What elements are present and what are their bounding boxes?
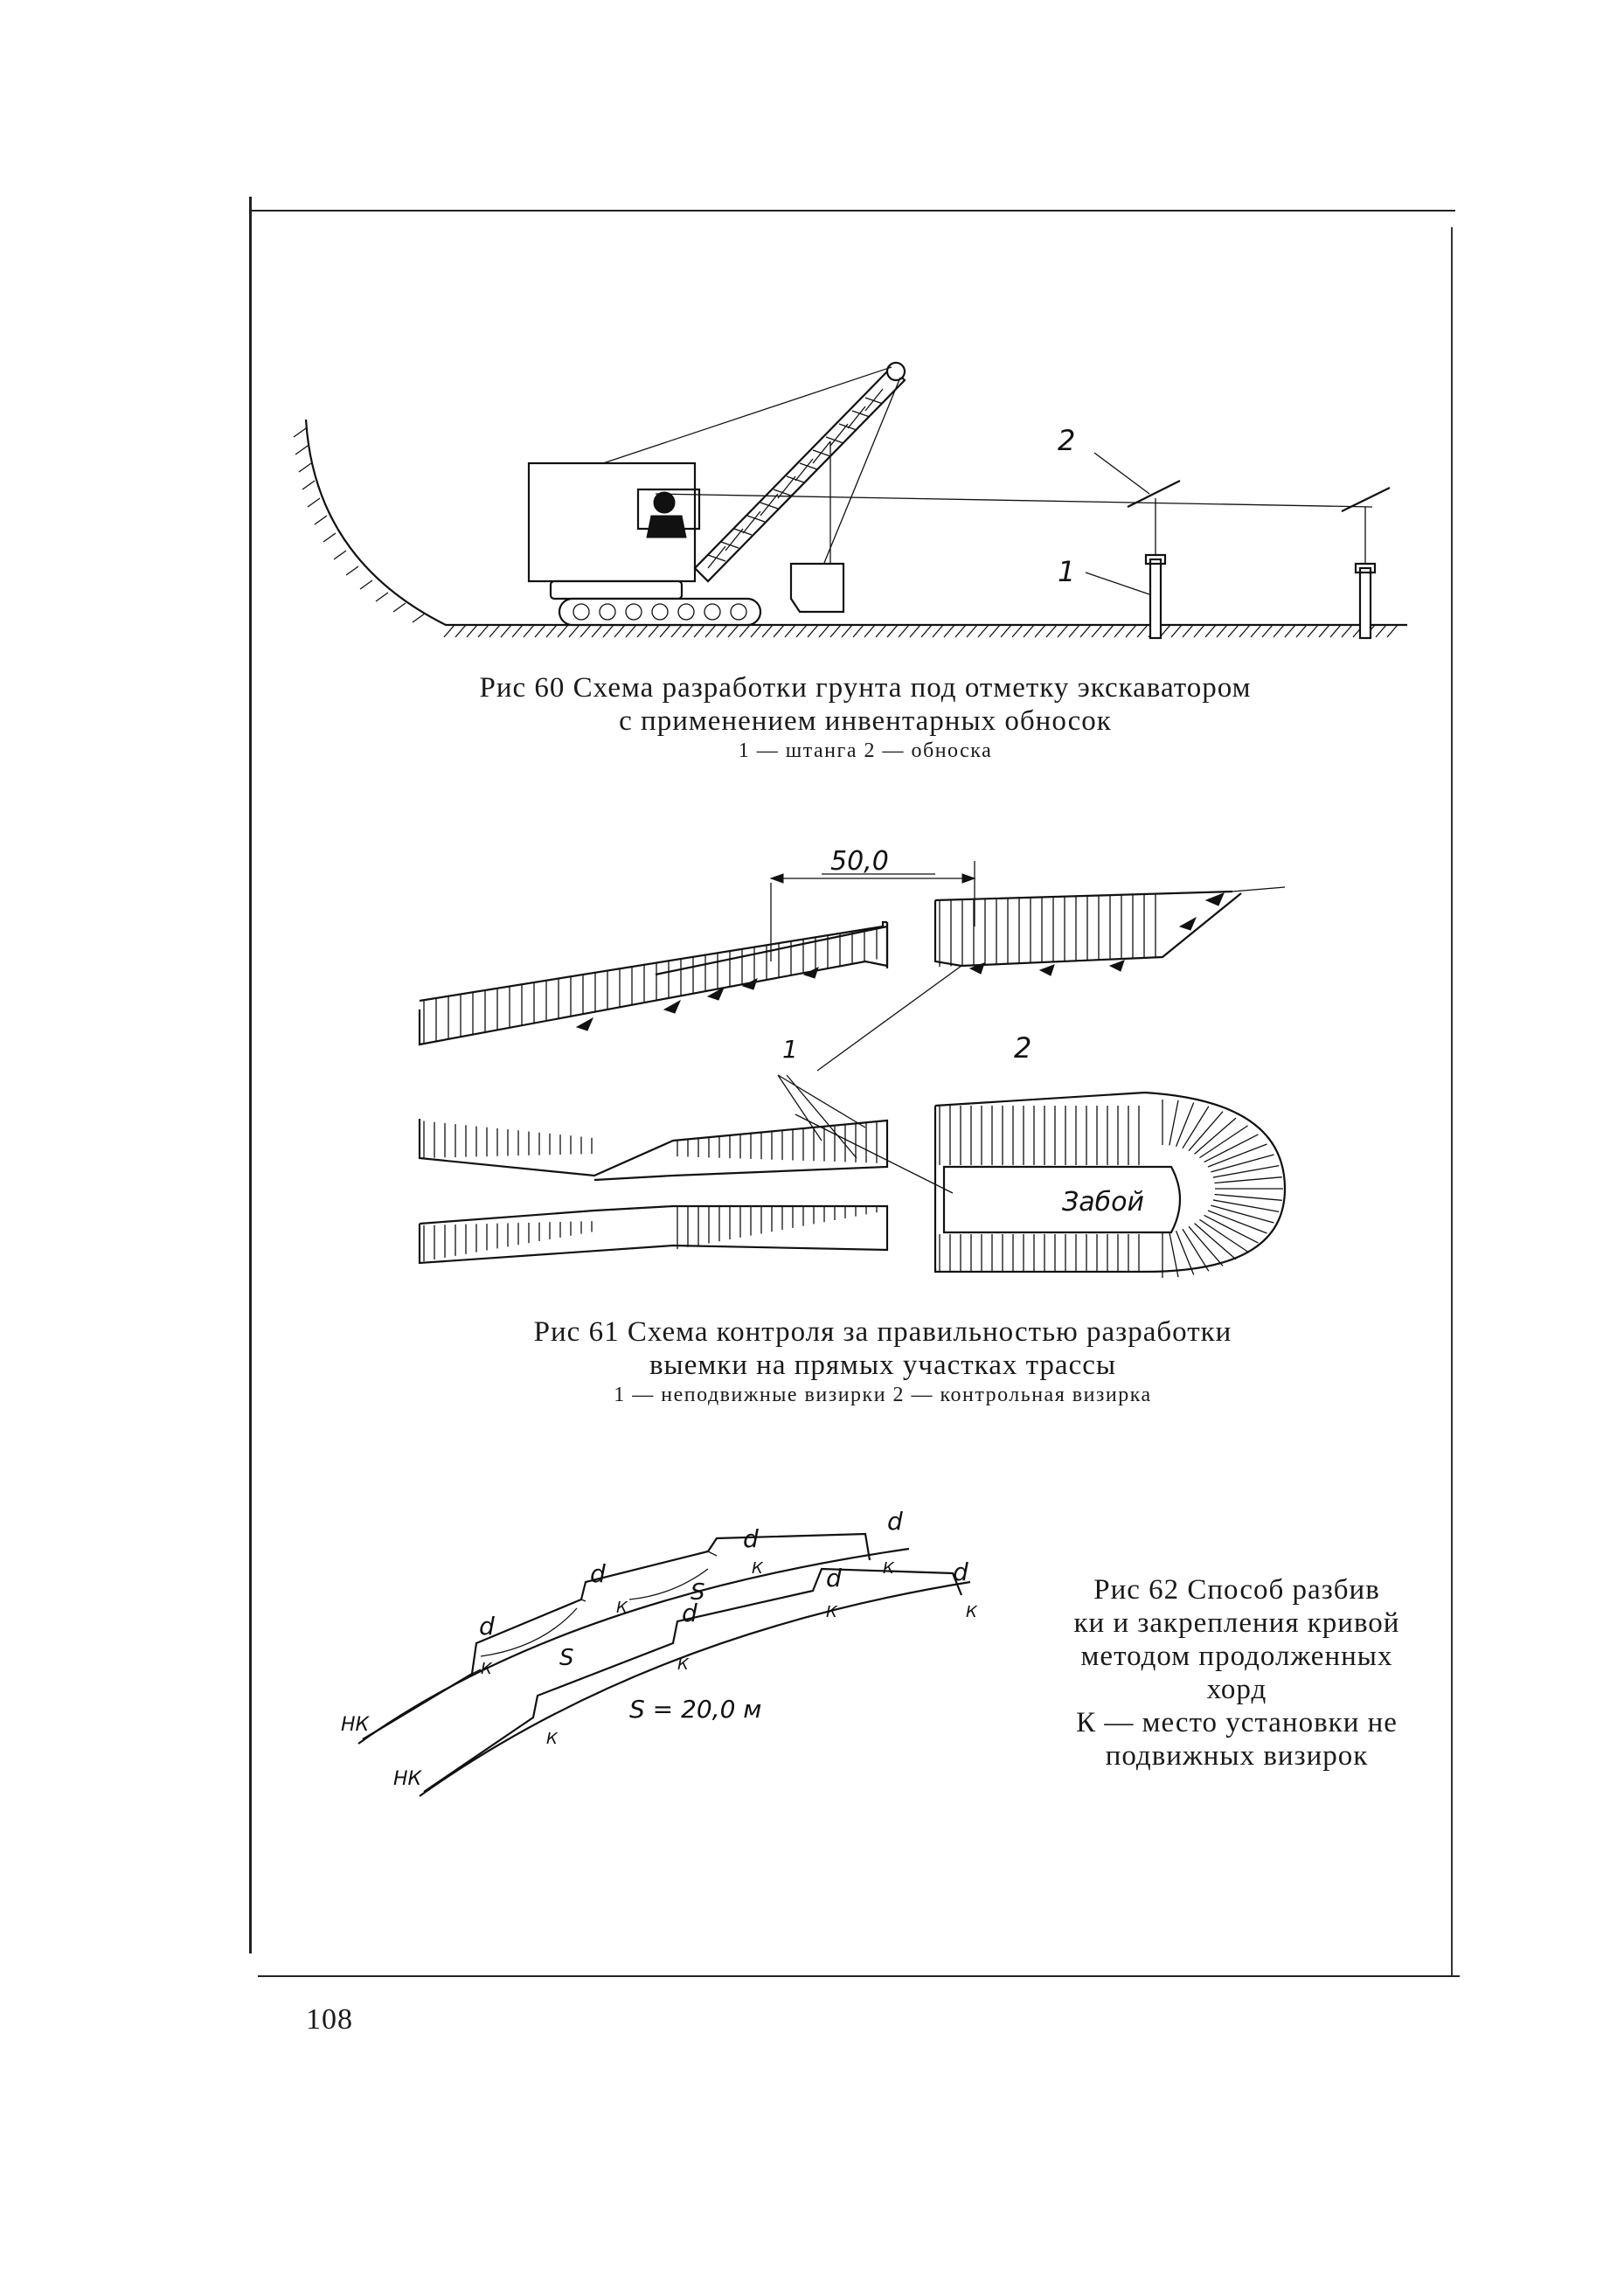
fig60-legend: 1 — штанга 2 — обноска <box>738 739 993 762</box>
fig62-label-nk-upper: НК <box>341 1714 371 1736</box>
fig61-caption-line1: Рис 61 Схема контроля за правильностью р… <box>533 1316 1232 1348</box>
fig61-label-2: 2 <box>1014 1031 1031 1065</box>
figure-60-caption: Рис 60 Схема разработки грунта под отмет… <box>367 671 1364 764</box>
fig62-caption-line4: хорд <box>1206 1674 1267 1705</box>
page-number: 108 <box>306 2003 353 2036</box>
frame-top-rule <box>249 210 1455 212</box>
fig62-caption-line1: Рис 62 Способ разбив <box>1093 1574 1380 1606</box>
fig62-label-k-1: К <box>481 1660 493 1678</box>
fig60-label-2: 2 <box>1058 424 1075 457</box>
fig62-label-d-7: d <box>953 1558 968 1586</box>
fig62-label-k-6: К <box>677 1655 690 1674</box>
fig60-label-1: 1 <box>1058 555 1075 588</box>
excavator-tracks <box>558 597 762 627</box>
sight-post-1 <box>1127 480 1181 640</box>
fig61-label-1: 1 <box>782 1035 798 1064</box>
sight-post-2 <box>1341 487 1391 640</box>
fig62-label-k-8: К <box>966 1603 978 1621</box>
fig62-label-d-2: d <box>590 1559 606 1588</box>
fig62-caption-line2: ки и закрепления кривой <box>1073 1607 1400 1639</box>
fig60-caption-line1: Рис 60 Схема разработки грунта под отмет… <box>479 672 1252 704</box>
fig62-label-d-6: d <box>826 1564 842 1592</box>
fig60-caption-line2: с применением инвентарных обносок <box>619 705 1112 737</box>
fig62-label-d-4: d <box>887 1507 903 1536</box>
fig61-face-label: Забой <box>1062 1187 1144 1218</box>
frame-left-rule <box>249 197 252 1953</box>
figure-62-chord-diagram: НК НК d d d d d d d К К К К К К К К S S … <box>341 1507 978 1797</box>
figure-60-excavator-diagram: 2 1 <box>293 361 1407 640</box>
fig62-label-s-2: S <box>691 1579 705 1606</box>
fig62-label-k-2: К <box>616 1599 628 1617</box>
fig62-label-k-7: К <box>826 1603 838 1621</box>
frame-bottom-rule <box>258 1975 1460 1977</box>
figure-62-caption: Рис 62 Способ разбив ки и закрепления кр… <box>1031 1573 1442 1773</box>
excavator-bucket <box>789 562 845 614</box>
fig62-label-d-1: d <box>479 1612 495 1641</box>
fig62-label-k-5: К <box>546 1730 559 1748</box>
fig61-caption-line2: выемки на прямых участках трассы <box>649 1350 1117 1381</box>
figure-61-caption: Рис 61 Схема контроля за правильностью р… <box>385 1315 1381 1408</box>
fig62-label-s-value: S = 20,0 м <box>629 1695 761 1724</box>
fig62-label-k-3: К <box>752 1559 764 1578</box>
fig62-label-s-1: S <box>559 1645 574 1671</box>
fig62-caption-line6: подвижных визирок <box>1105 1740 1369 1772</box>
fig62-label-k-4: К <box>883 1559 895 1578</box>
excavator-boom <box>693 365 906 583</box>
fig61-legend: 1 — неподвижные визирки 2 — контрольная … <box>614 1384 1152 1406</box>
figure-61-control-diagram: 50,0 Забой 1 2 <box>418 846 1287 1278</box>
fig62-label-d-5: d <box>682 1599 697 1627</box>
fig62-label-nk-lower: НК <box>393 1768 423 1790</box>
fig62-caption-line3: методом продолженных <box>1080 1641 1393 1672</box>
frame-right-rule <box>1451 227 1453 1975</box>
fig62-caption-line5: К — место установки не <box>1076 1707 1398 1738</box>
fig61-dimension-label: 50,0 <box>830 846 889 877</box>
fig62-label-d-3: d <box>743 1524 759 1553</box>
